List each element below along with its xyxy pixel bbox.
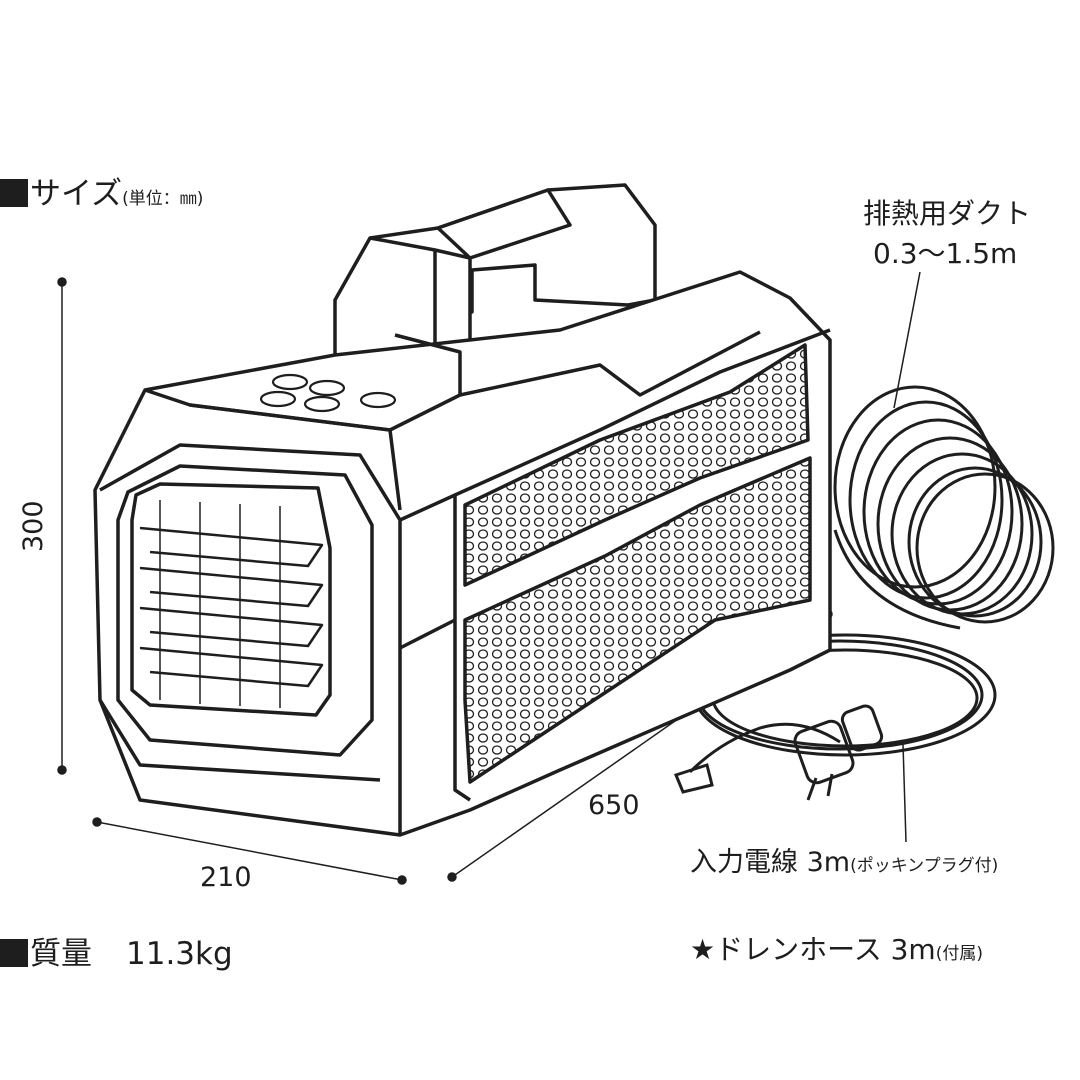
heading-square-icon <box>0 939 28 967</box>
power-cord-note: (ポッキンプラグ付) <box>850 856 999 876</box>
weight-value: 11.3kg <box>126 936 233 972</box>
weight-label: 質量 11.3kg <box>0 928 233 973</box>
power-cord-text: 入力電線 3m <box>690 847 851 878</box>
power-cord-label: 入力電線 3m(ポッキンプラグ付) <box>690 840 998 879</box>
weight-text: 質量 <box>30 936 92 972</box>
depth-value: 650 <box>588 790 640 821</box>
duct-label: 排熱用ダクト <box>863 197 1032 230</box>
air-conditioner-illustration <box>93 183 832 837</box>
size-heading-label: サイズ <box>30 176 123 212</box>
size-heading: サイズ(単位：㎜) <box>0 168 203 213</box>
exhaust-duct-illustration <box>833 385 1055 630</box>
height-value: 300 <box>18 500 49 552</box>
duct-length: 0.3〜1.5m <box>873 237 1018 270</box>
drain-hose-label: ★ドレンホース 3m(付属) <box>690 928 983 968</box>
width-dimension-line <box>92 817 407 885</box>
drain-hose-text: ★ドレンホース 3m <box>690 933 936 966</box>
width-value: 210 <box>200 862 252 893</box>
duct-leader-line <box>893 271 921 409</box>
size-unit-note: (単位：㎜) <box>122 189 204 209</box>
height-dimension-line <box>57 277 67 775</box>
drain-hose-note: (付属) <box>935 944 983 964</box>
heading-square-icon <box>0 179 28 207</box>
